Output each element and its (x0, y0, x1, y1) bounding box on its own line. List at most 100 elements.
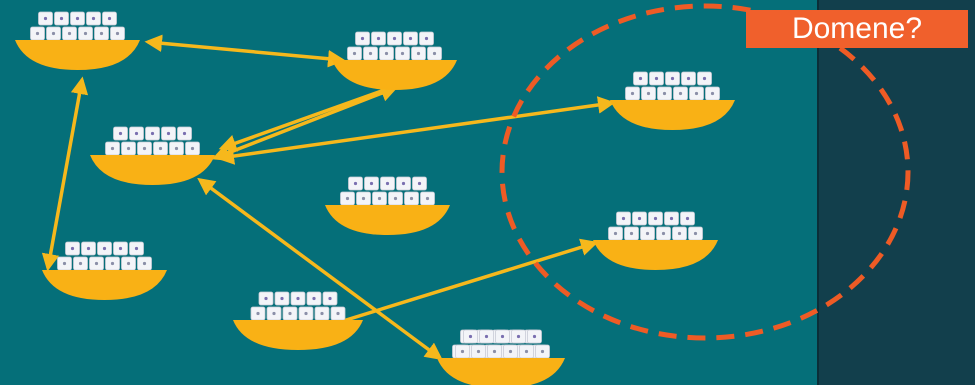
container-mark (115, 31, 120, 36)
ship-hull (233, 320, 363, 350)
ship-hull (325, 205, 450, 235)
ship-n7 (233, 291, 363, 350)
container-mark (662, 91, 667, 96)
container-mark (492, 349, 497, 354)
container-mark (500, 334, 505, 339)
container-mark (70, 246, 75, 251)
container-mark (256, 311, 260, 316)
container-mark (540, 349, 545, 354)
container-mark (353, 181, 358, 186)
container-mark (288, 311, 292, 316)
container-mark (710, 91, 715, 96)
container-mark (190, 146, 195, 151)
container-mark (110, 146, 115, 151)
container-mark (401, 181, 406, 186)
container-mark (409, 196, 414, 201)
container-mark (83, 31, 88, 36)
container-mark (392, 36, 397, 41)
container-mark (516, 334, 521, 339)
domain-circle (499, 3, 911, 341)
container-mark (118, 131, 123, 136)
container-mark (368, 51, 373, 56)
container-mark (312, 296, 316, 301)
ships (15, 11, 735, 385)
container-mark (110, 261, 115, 266)
connections (41, 34, 616, 361)
container-mark (126, 146, 131, 151)
container-mark (524, 349, 529, 354)
container-mark (361, 196, 366, 201)
container-mark (118, 246, 123, 251)
container-mark (150, 131, 155, 136)
container-mark (75, 16, 80, 21)
container-mark (174, 146, 179, 151)
container-mark (654, 76, 659, 81)
container-mark (102, 246, 107, 251)
container-mark (35, 31, 40, 36)
container-mark (637, 216, 642, 221)
container-mark (280, 296, 284, 301)
ship-n6 (325, 176, 450, 235)
ship-hull (593, 240, 718, 270)
ship-hull (332, 60, 457, 90)
container-mark (345, 196, 350, 201)
container-mark (384, 51, 389, 56)
container-mark (629, 231, 634, 236)
container-mark (686, 76, 691, 81)
container-mark (638, 76, 643, 81)
container-mark (142, 261, 147, 266)
connection-n2-n3-b (218, 86, 391, 152)
ship-n3 (90, 126, 215, 185)
ship-n5 (610, 71, 735, 130)
container-mark (182, 131, 187, 136)
container-mark (476, 349, 481, 354)
container-mark (107, 16, 112, 21)
container-mark (385, 181, 390, 186)
container-mark (408, 36, 413, 41)
container-mark (424, 36, 429, 41)
container-mark (693, 231, 698, 236)
container-mark (134, 131, 139, 136)
container-mark (59, 16, 64, 21)
container-mark (352, 51, 357, 56)
container-mark (43, 16, 48, 21)
container-mark (99, 31, 104, 36)
container-mark (51, 31, 56, 36)
container-mark (320, 311, 324, 316)
container-mark (369, 181, 374, 186)
connection-n1-n2 (144, 34, 346, 68)
ship-n1 (15, 11, 140, 70)
container-mark (694, 91, 699, 96)
container-mark (400, 51, 405, 56)
container-mark (336, 311, 340, 316)
ship-n10 (440, 329, 565, 385)
container-mark (661, 231, 666, 236)
container-mark (158, 146, 163, 151)
container-mark (702, 76, 707, 81)
container-mark (432, 51, 437, 56)
container-mark (62, 261, 67, 266)
container-mark (328, 296, 332, 301)
container-mark (630, 91, 635, 96)
container-mark (272, 311, 276, 316)
container-mark (86, 246, 91, 251)
container-mark (484, 334, 489, 339)
container-mark (91, 16, 96, 21)
ship-hull (440, 358, 565, 385)
domain-question-label: Domene? (746, 10, 968, 48)
container-mark (645, 231, 650, 236)
container-mark (393, 196, 398, 201)
container-mark (142, 146, 147, 151)
container-mark (94, 261, 99, 266)
container-mark (417, 181, 422, 186)
container-mark (416, 51, 421, 56)
container-mark (646, 91, 651, 96)
container-mark (126, 261, 131, 266)
container-mark (613, 231, 618, 236)
ship-n2 (332, 31, 457, 90)
container-mark (304, 311, 308, 316)
container-mark (296, 296, 300, 301)
container-mark (468, 334, 473, 339)
container-mark (678, 91, 683, 96)
